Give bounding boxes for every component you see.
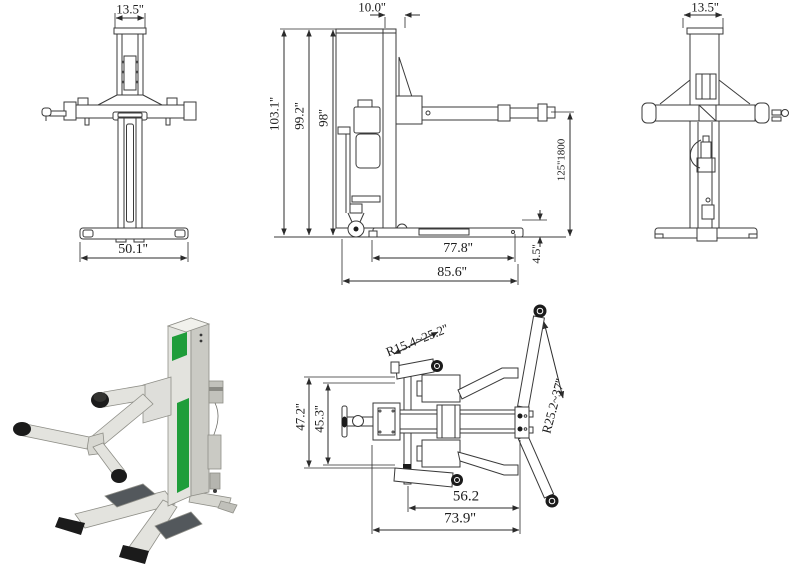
dim-side-lift-height: 125''1800 xyxy=(555,138,568,182)
dim-side-overall-height: 103.1'' xyxy=(266,97,282,131)
rear-view-drawing xyxy=(641,12,789,242)
dim-front-top-width: 13.5'' xyxy=(116,1,144,17)
dim-side-pad-height: 4.5'' xyxy=(529,244,543,264)
plan-view: R15.4~25.2'' R25.2~37'' 47.2'' 45.3'' 56… xyxy=(290,300,600,562)
rear-view: 13.5'' xyxy=(600,0,800,260)
plan-view-drawing xyxy=(304,304,565,534)
side-view-drawing xyxy=(274,12,574,285)
isometric-view xyxy=(5,295,255,567)
dim-side-overall-length: 85.6'' xyxy=(437,265,467,280)
dim-side-inner-height: 98'' xyxy=(315,109,331,127)
dim-side-column-height: 99.2'' xyxy=(291,102,307,130)
front-view: 13.5'' 50.1'' xyxy=(40,0,230,275)
dim-plan-track-width: 45.3'' xyxy=(311,405,327,433)
side-view: 10.0'' 103.1'' 99.2'' 98'' 125''1800 4.5… xyxy=(266,0,581,292)
dim-side-floor-length: 77.8'' xyxy=(443,241,473,256)
dim-side-top-depth: 10.0'' xyxy=(358,0,386,15)
dim-plan-base-span: 56.2 xyxy=(452,488,480,505)
isometric-view-drawing xyxy=(13,317,238,564)
dim-rear-top-width: 13.5'' xyxy=(691,0,719,15)
front-view-drawing xyxy=(41,13,197,262)
dim-front-base-width: 50.1'' xyxy=(118,242,148,257)
dim-plan-overall-span: 73.9'' xyxy=(444,510,476,527)
dim-plan-overall-width: 47.2'' xyxy=(292,403,308,431)
